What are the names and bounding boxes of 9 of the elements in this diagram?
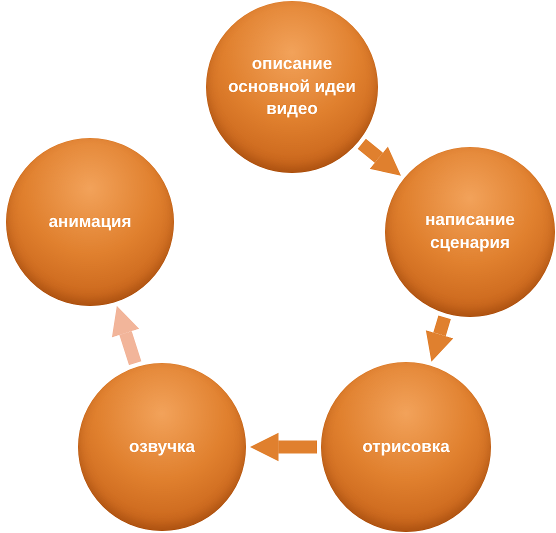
arrow <box>358 138 401 176</box>
node-label: написание сценария <box>424 209 516 254</box>
arrow <box>250 432 317 462</box>
node-label: анимация <box>48 210 132 233</box>
node-label: озвучка <box>129 436 195 458</box>
arrow <box>426 315 454 362</box>
node-label: отрисовка <box>362 436 450 458</box>
node-label: описание основной идеи видео <box>227 52 357 120</box>
arrow <box>112 306 142 366</box>
